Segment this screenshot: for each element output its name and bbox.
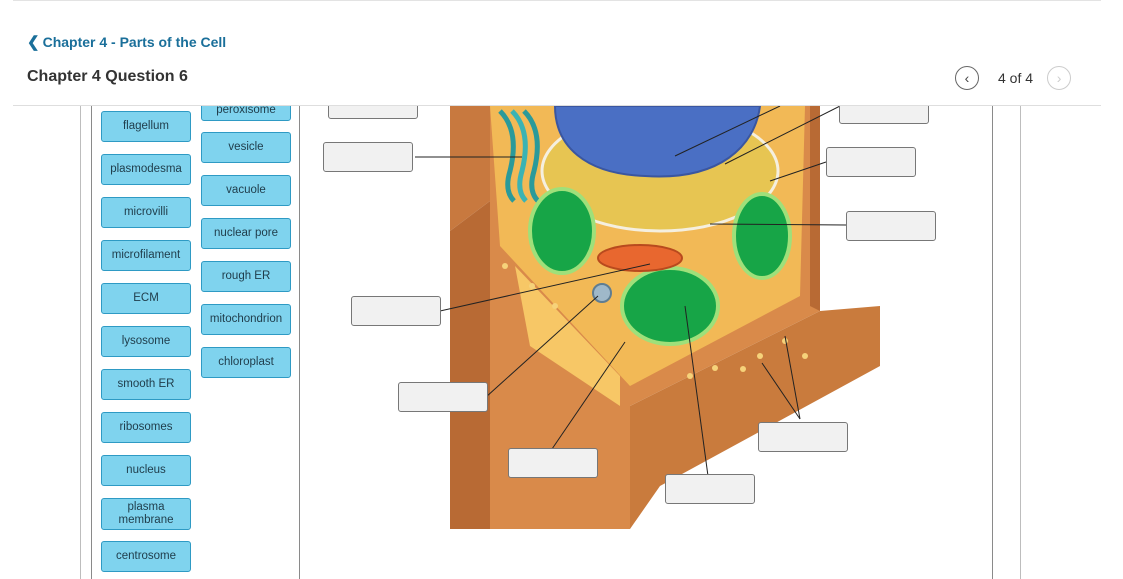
mitochondrion (597, 244, 683, 272)
breadcrumb-label: Chapter 4 - Parts of the Cell (42, 34, 227, 50)
label-chip-ribosomes[interactable]: ribosomes (101, 412, 191, 443)
drop-target-lower-center[interactable] (508, 448, 598, 478)
label-chip-centrosome[interactable]: centrosome (101, 541, 191, 572)
drop-target-vacuole[interactable] (826, 147, 916, 177)
chevron-right-icon: › (1056, 70, 1062, 86)
label-chip-mitochondrion[interactable]: mitochondrion (201, 304, 291, 335)
label-chip-microfilament[interactable]: microfilament (101, 240, 191, 271)
prev-question-button[interactable]: ‹ (955, 66, 979, 90)
label-chip-vesicle[interactable]: vesicle (201, 132, 291, 163)
diagram-canvas (300, 106, 993, 579)
cell-wall-left (450, 106, 490, 231)
label-chip-plasmodesma[interactable]: plasmodesma (101, 154, 191, 185)
label-chip-flagellum[interactable]: flagellum (101, 111, 191, 142)
label-chip-microvilli[interactable]: microvilli (101, 197, 191, 228)
question-workarea (80, 106, 1021, 579)
next-question-button[interactable]: › (1047, 66, 1072, 90)
label-chip-ecm[interactable]: ECM (101, 283, 191, 314)
chloroplast-right (732, 192, 792, 280)
chevron-left-icon: ❮ (27, 33, 40, 51)
breadcrumb[interactable]: ❮ Chapter 4 - Parts of the Cell (27, 34, 226, 50)
top-divider (13, 0, 1101, 1)
label-chip-smooth-er[interactable]: smooth ER (101, 369, 191, 400)
drop-target-top-left[interactable] (328, 106, 418, 119)
drop-target-chloroplast[interactable] (665, 474, 755, 504)
label-chip-nucleus[interactable]: nucleus (101, 455, 191, 486)
question-counter: 4 of 4 (998, 70, 1034, 86)
chloroplast-bottom (620, 266, 720, 346)
drop-target-top-right[interactable] (839, 106, 929, 124)
cell-wall-right (630, 306, 880, 529)
drop-target-golgi[interactable] (323, 142, 413, 172)
nucleus (553, 106, 762, 178)
page-title: Chapter 4 Question 6 (27, 68, 188, 85)
plasmodesmata (502, 263, 808, 379)
label-bank: flagellum plasmodesma microvilli microfi… (91, 106, 300, 579)
drop-target-mitochondrion[interactable] (351, 296, 441, 326)
label-chip-peroxisome[interactable]: peroxisome (201, 106, 291, 121)
drop-target-plasmodesmata[interactable] (758, 422, 848, 452)
leader-lines (415, 106, 847, 477)
pager: ‹ 4 of 4 › (955, 66, 1072, 90)
chevron-left-icon: ‹ (964, 70, 970, 86)
label-chip-chloroplast[interactable]: chloroplast (201, 347, 291, 378)
peroxisome (592, 283, 612, 303)
drop-target-peroxisome[interactable] (398, 382, 488, 412)
drop-target-right-middle[interactable] (846, 211, 936, 241)
label-chip-lysosome[interactable]: lysosome (101, 326, 191, 357)
chloroplast-left (528, 187, 596, 275)
label-chip-vacuole[interactable]: vacuole (201, 175, 291, 206)
plant-cell-diagram (415, 106, 880, 529)
label-chip-plasma-membrane[interactable]: plasma membrane (101, 498, 191, 530)
label-chip-nuclear-pore[interactable]: nuclear pore (201, 218, 291, 249)
label-chip-rough-er[interactable]: rough ER (201, 261, 291, 292)
golgi-apparatus (498, 109, 540, 203)
